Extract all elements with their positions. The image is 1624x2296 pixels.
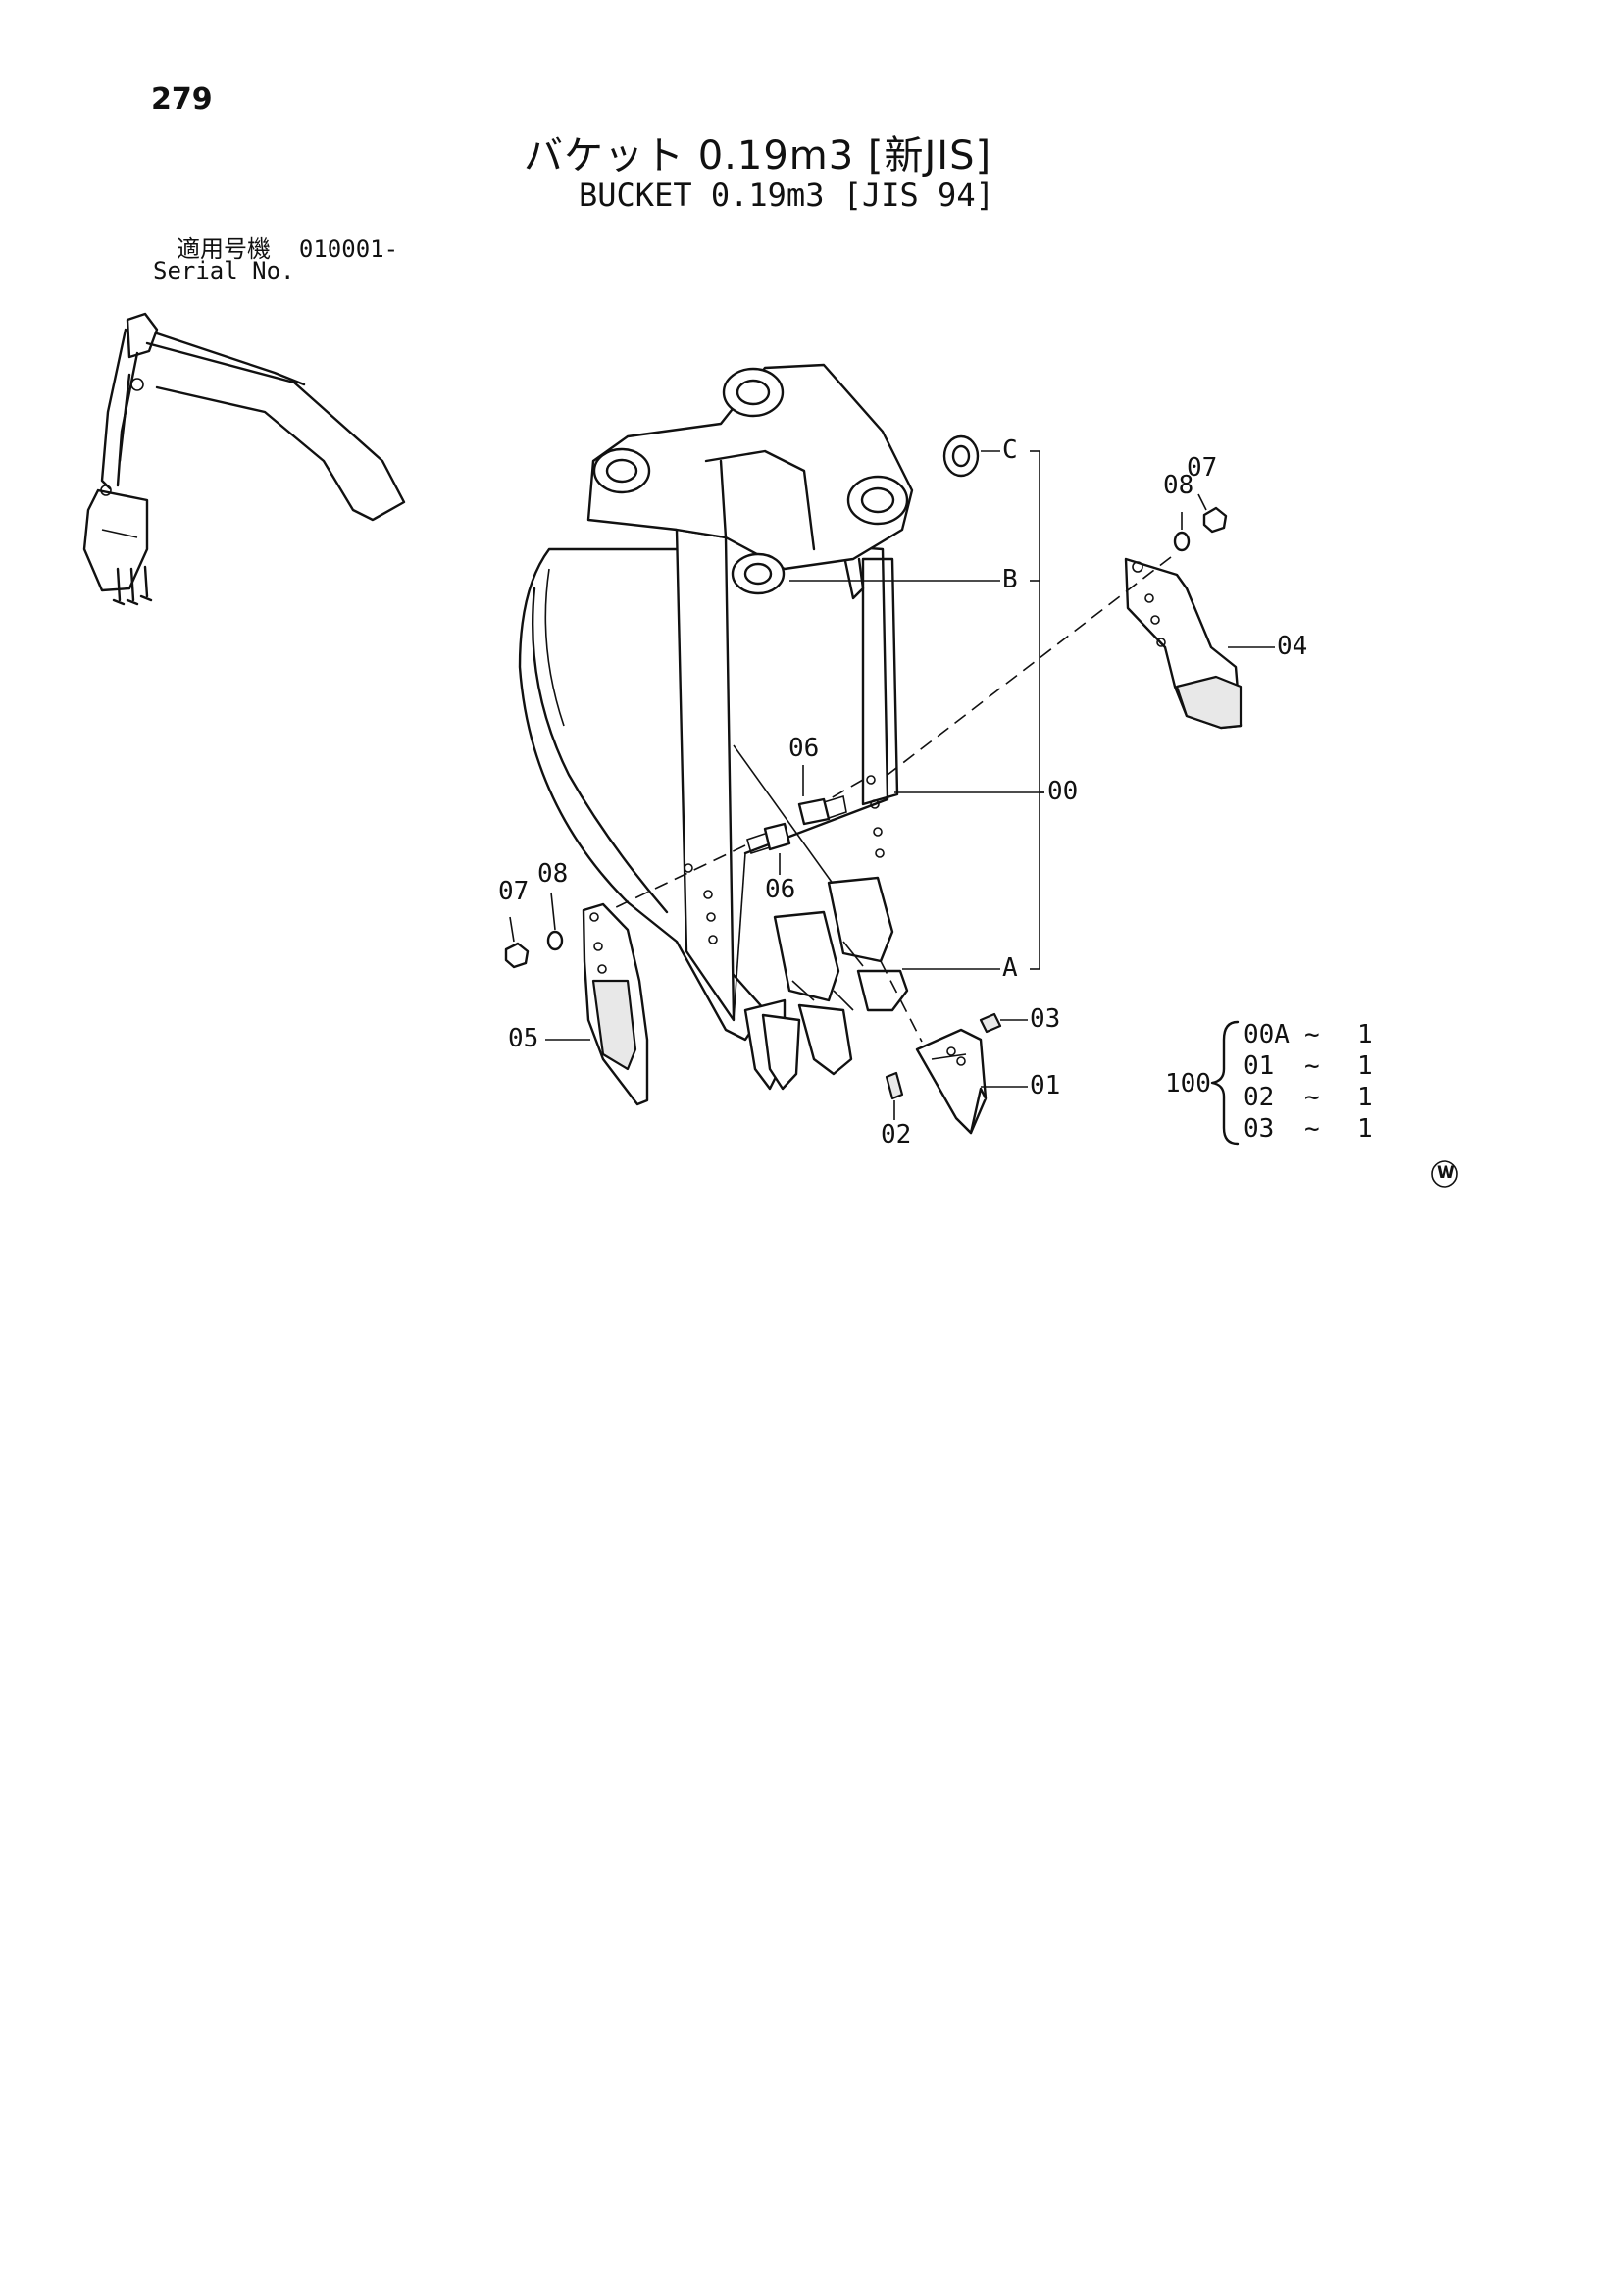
kit-part: 01 xyxy=(1243,1051,1275,1081)
callout-05: 05 xyxy=(508,1024,539,1053)
kit-qty: 1 xyxy=(1357,1020,1373,1049)
bolt-06-top-part xyxy=(797,794,847,826)
kit-brace xyxy=(1210,1020,1240,1146)
kit-part: 02 xyxy=(1243,1083,1275,1112)
callout-08-right: 08 xyxy=(1163,471,1194,500)
bolt-06-bottom-part xyxy=(746,822,791,855)
washer-08-right-part xyxy=(1173,531,1191,552)
title-japanese: バケット 0.19m3 [新JIS] xyxy=(524,133,992,179)
nut-07-right-part xyxy=(1202,506,1228,534)
kit-separator: ~ xyxy=(1304,1051,1320,1081)
serial-value: 010001- xyxy=(298,235,399,263)
alignment-line-bolt xyxy=(823,779,864,803)
washer-08-left-part xyxy=(546,930,564,951)
logo-w: W xyxy=(1437,1163,1455,1183)
logo-circle-icon xyxy=(1431,1160,1458,1188)
page-number: 279 xyxy=(151,82,213,117)
callout-00: 00 xyxy=(1047,777,1079,806)
alignment-line-tooth xyxy=(880,960,923,1043)
assembly-bracket-00 xyxy=(1030,450,1044,970)
bucket-teeth xyxy=(743,876,909,1091)
kit-label: 100 xyxy=(1165,1069,1211,1098)
kit-separator: ~ xyxy=(1304,1114,1320,1144)
callout-a: A xyxy=(1002,953,1018,983)
bucket-body xyxy=(518,363,914,1042)
serial-label-en: Serial No. xyxy=(153,257,295,284)
washer-c-part xyxy=(942,434,980,478)
kit-row: 01 xyxy=(1243,1053,1274,1079)
callout-c: C xyxy=(1002,435,1018,465)
pin-02-part xyxy=(885,1071,904,1100)
callout-08-left: 08 xyxy=(537,859,569,889)
serial-label-jp: 適用号機 xyxy=(177,235,271,263)
callout-07-left: 07 xyxy=(498,877,530,906)
tooth-01-part xyxy=(915,1028,988,1135)
excavator-arm-thumbnail xyxy=(82,312,406,606)
alignment-line-right xyxy=(887,556,1172,776)
kit-qty: 1 xyxy=(1357,1083,1373,1112)
callout-b: B xyxy=(1002,565,1018,594)
callout-06-bottom: 06 xyxy=(765,875,796,904)
callout-07-right: 07 xyxy=(1187,453,1218,483)
callout-04: 04 xyxy=(1277,632,1308,661)
kit-separator: ~ xyxy=(1304,1083,1320,1112)
alignment-line-left xyxy=(609,844,746,911)
serial-line: 適用号機 010001- xyxy=(177,230,398,264)
side-cutter-04-part xyxy=(1124,557,1243,730)
kit-row: 03 xyxy=(1243,1116,1274,1142)
callout-02: 02 xyxy=(881,1120,912,1149)
kit-separator: ~ xyxy=(1304,1020,1320,1049)
kit-row: 02 xyxy=(1243,1085,1274,1110)
lock-03-part xyxy=(979,1012,1002,1034)
side-cutter-05-part xyxy=(582,902,649,1106)
nut-07-left-part xyxy=(504,942,530,969)
leader-lines xyxy=(509,450,1275,1120)
kit-qty: 1 xyxy=(1357,1114,1373,1144)
callout-01: 01 xyxy=(1030,1071,1061,1100)
kit-part: 00A xyxy=(1243,1020,1290,1049)
callout-06-top: 06 xyxy=(788,734,820,763)
kit-qty: 1 xyxy=(1357,1051,1373,1081)
title-english: BUCKET 0.19m3 [JIS 94] xyxy=(579,177,994,214)
kit-row: 00A xyxy=(1243,1022,1290,1047)
kit-part: 03 xyxy=(1243,1114,1275,1144)
callout-03: 03 xyxy=(1030,1004,1061,1034)
